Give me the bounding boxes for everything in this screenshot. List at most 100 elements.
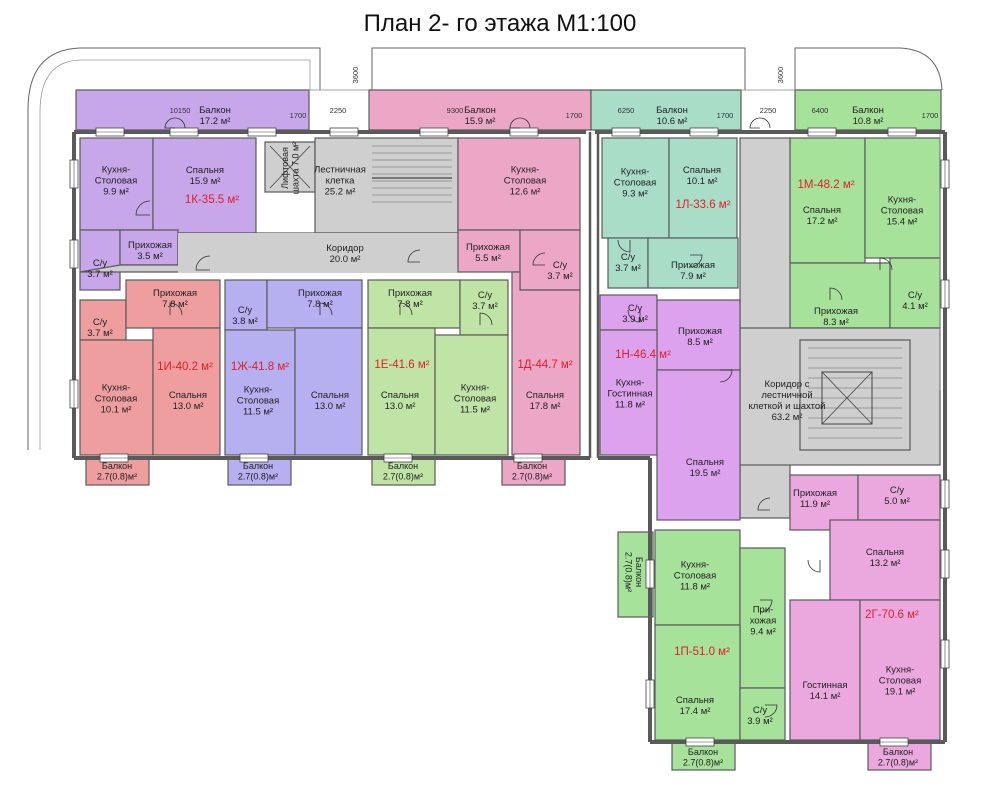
dimension-label: 9300 [447,106,464,115]
g-bedroom [829,519,941,601]
balcony-top-2 [368,89,592,131]
room-label-line: Столовая [237,395,279,406]
room-label-line: Гостинная [607,388,652,399]
room-label-line: С/у [628,303,643,314]
door-swing [627,309,641,323]
room-label-line: Балкон [199,105,231,116]
room-label-line: С/у [908,290,923,301]
room-label-line: Балкон [464,105,496,116]
room-label-line: 25.2 м² [325,186,356,197]
room-label-line: Спальня [683,165,721,176]
room-label-m-bath: С/у4.1 м² [902,290,928,312]
door-swing [757,497,771,511]
balcony-g [867,741,932,771]
room-label-line: 8.3 м² [823,317,849,328]
room-label-line: клеткой и шахтой [749,401,826,412]
i-hall [125,279,221,329]
door-swing [719,369,733,383]
room-label-line: Спальня [803,205,841,216]
dimension-label: 10150 [170,106,191,115]
door-swing [319,302,333,316]
balcony-top-4 [794,89,942,131]
door-swing [509,117,531,129]
room-label-line: 3.7 м² [547,271,573,282]
l-bath [607,237,649,289]
room-label-line: Кухня- [886,664,915,675]
room-label-line: 11.8 м² [680,581,710,592]
k-bath [79,229,121,291]
room-label-line: Прихожая [128,240,172,251]
room-label-line: Лифтовая [280,147,290,189]
shaft-cross [269,145,311,189]
door-swing [807,559,821,573]
site-outline-inner [39,59,311,450]
room-label-line: С/у [93,258,108,269]
door-swing [689,254,703,268]
room-label-line: Балкон [883,747,913,757]
l-hall [647,237,739,289]
room-label-line: Столовая [614,177,656,188]
room-label-line: 13.0 м² [173,401,204,412]
room-label-line: 10.1 м² [101,404,132,415]
e-kitchen [434,334,509,456]
room-label-line: 15.9 м² [465,116,496,127]
room-label-line: 3.7 м² [87,328,113,339]
room-label-line: 11.8 м² [615,399,645,410]
room-label-line: 3.7 м² [87,269,113,280]
room-label-line: 10.1 м² [687,176,718,187]
p-bath [739,687,786,741]
room-label-line: Балкон [517,461,547,471]
dimension-label: 2250 [330,106,347,115]
room-label-line: Столовая [879,675,921,686]
room-label-line: 8.5 м² [687,337,713,348]
door-swing [764,704,778,718]
room-label-line: Столовая [95,393,137,404]
room-label-line: хожая [750,615,777,626]
plan-title: План 2- го этажа М1:100 [363,10,637,37]
door-swing [749,117,771,129]
m-bedroom [789,137,866,264]
room-label-line: 15.9 м² [190,176,221,187]
room-label-line: 2.7(0.8)м² [878,757,918,767]
apartment-label-n: 1Н-46.4 м² [615,349,671,361]
room-label-line: Прихожая [814,306,858,317]
room-label-line: 2.7(0.8)м² [624,552,634,592]
room-label-line: 7.8 м² [397,299,423,310]
room-label-line: 11.9 м² [800,499,830,510]
d-bath [519,229,581,291]
room-label-line: 17.4 м² [680,706,711,717]
d-hall [457,229,521,273]
room-label-line: 3.7 м² [472,301,498,312]
room-label-line: 2.7(0.8)м² [512,471,552,481]
door-swing [829,287,843,301]
room-label-line: Прихожая [671,260,715,271]
room-label-line: Кухня- [244,384,273,395]
door-swing [879,257,893,271]
room-label-line: 20.0 м² [330,254,361,265]
room-label-line: Спальня [311,390,349,401]
room-label-line: шахта 7.0 м² [290,142,300,194]
room-label-d-bath: С/у3.7 м² [547,260,573,282]
apartment-label-g: 2Г-70.6 м² [865,609,919,621]
shaft-cross [821,371,873,425]
room-label-line: 10.8 м² [853,116,884,127]
stair-right [799,339,911,451]
room-label-line: 17.2 м² [200,116,231,127]
dimension-label: 6250 [618,106,635,115]
room-label-line: С/у [478,290,493,301]
room-label-k-bath: С/у3.7 м² [87,258,113,280]
room-label-i-bath: С/у3.7 м² [87,317,113,339]
